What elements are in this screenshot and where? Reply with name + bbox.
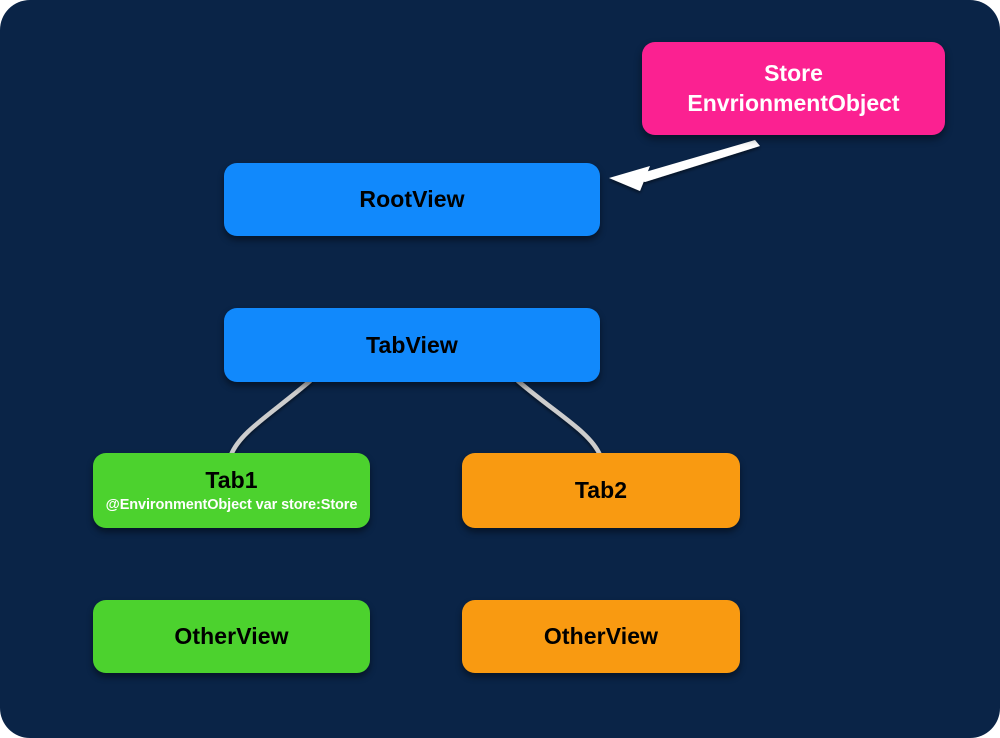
node-tab1[interactable]: Tab1 @EnvironmentObject var store:Store xyxy=(93,453,370,528)
node-otherview-left-title: OtherView xyxy=(174,623,289,650)
node-tab2-title: Tab2 xyxy=(574,477,628,504)
node-tabview-title: TabView xyxy=(366,331,458,358)
edge-tabview-to-tab2 xyxy=(515,378,603,458)
node-tab1-subtitle: @EnvironmentObject var store:Store xyxy=(105,497,358,514)
node-tabview[interactable]: TabView xyxy=(224,308,600,382)
node-tab1-title: Tab1 xyxy=(205,466,258,493)
node-rootview[interactable]: RootView xyxy=(224,163,600,236)
node-rootview-title: RootView xyxy=(359,186,465,213)
node-otherview-right[interactable]: OtherView xyxy=(462,600,740,673)
store-to-rootview-arrow xyxy=(609,140,760,191)
node-otherview-right-title: OtherView xyxy=(543,623,659,650)
node-otherview-left[interactable]: OtherView xyxy=(93,600,370,673)
callout-line-1: Store xyxy=(764,60,823,87)
node-tab2[interactable]: Tab2 xyxy=(462,453,740,528)
callout-line-2: EnvrionmentObject xyxy=(687,89,900,116)
store-environment-object-callout[interactable]: Store EnvrionmentObject xyxy=(642,42,945,135)
edge-tabview-to-tab1 xyxy=(228,378,313,458)
